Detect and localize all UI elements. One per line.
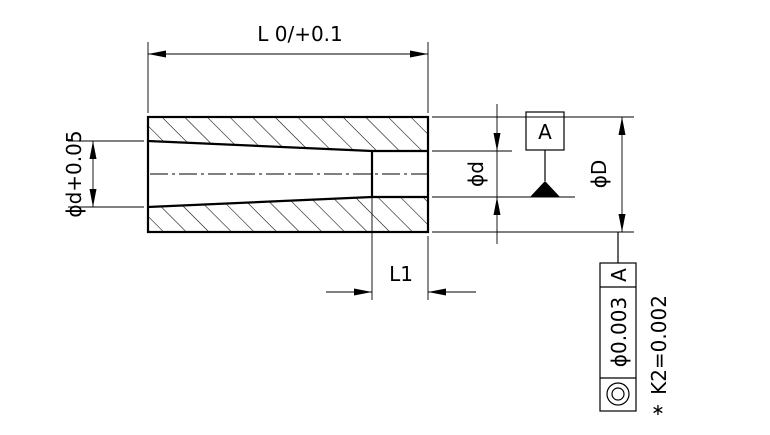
fcf-tolerance: ϕ0.003	[607, 297, 631, 367]
note: ∗ K2=0.002	[647, 295, 671, 419]
bore-dimension: ϕd	[432, 104, 575, 244]
concentricity-icon	[606, 382, 630, 406]
note-text: K2=0.002	[647, 295, 671, 395]
part-outline	[146, 115, 430, 234]
length-dimension: L 0/+0.1	[147, 22, 429, 113]
counterbore-dimension: L1	[326, 197, 476, 300]
outer-diameter-dimension: ϕD	[432, 116, 634, 233]
bore-tolerance-dimension: ϕd+0.05	[62, 130, 144, 218]
fcf-datum: A	[607, 268, 631, 282]
datum-triangle	[530, 181, 560, 197]
bore-dim-label: ϕd	[464, 161, 488, 187]
length-dim-label: L 0/+0.1	[257, 22, 343, 46]
section-hatching	[148, 117, 428, 232]
feature-control-frame: A ϕ0.003	[599, 232, 637, 412]
bore-tolerance-label: ϕd+0.05	[62, 130, 86, 217]
datum-label: A	[538, 120, 552, 144]
datum-feature-symbol: A	[525, 111, 565, 197]
note-marker: ∗	[651, 400, 664, 419]
outer-dim-label: ϕD	[587, 160, 611, 189]
counterbore-label: L1	[389, 262, 413, 286]
